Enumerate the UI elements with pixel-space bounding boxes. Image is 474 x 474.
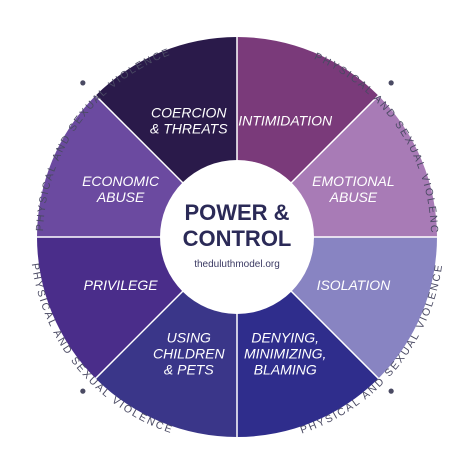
label-denying-minimizing-blaming-line-3: BLAMING [254,361,317,377]
center-title-line1: POWER & [184,200,289,225]
label-privilege: PRIVILEGE [84,277,159,293]
label-coercion-threats-line-1: COERCION [151,105,227,121]
label-privilege-line-1: PRIVILEGE [84,277,159,293]
label-coercion-threats: COERCION& THREATS [150,105,228,137]
label-using-children-pets-line-1: USING [167,329,211,345]
ring-dot [388,80,394,86]
center-title-line2: CONTROL [183,226,292,251]
ring-dots [80,80,394,394]
label-using-children-pets-line-2: CHILDREN [153,345,225,361]
label-denying-minimizing-blaming-line-1: DENYING, [251,329,319,345]
label-denying-minimizing-blaming-line-2: MINIMIZING, [244,345,326,361]
label-denying-minimizing-blaming: DENYING,MINIMIZING,BLAMING [244,329,326,377]
ring-dot [80,80,86,86]
label-economic-abuse-line-2: ABUSE [96,189,145,205]
label-isolation-line-1: ISOLATION [317,277,392,293]
center-url: theduluthmodel.org [194,259,280,270]
ring-dot [388,388,394,394]
label-emotional-abuse-line-2: ABUSE [329,189,378,205]
center-hub [160,160,314,314]
ring-dot [80,388,86,394]
label-coercion-threats-line-2: & THREATS [150,121,228,137]
label-using-children-pets-line-3: & PETS [164,361,214,377]
label-emotional-abuse-line-1: EMOTIONAL [312,173,394,189]
label-intimidation-line-1: INTIMIDATION [238,113,333,129]
label-isolation: ISOLATION [317,277,392,293]
label-intimidation: INTIMIDATION [238,113,333,129]
label-economic-abuse-line-1: ECONOMIC [82,173,160,189]
